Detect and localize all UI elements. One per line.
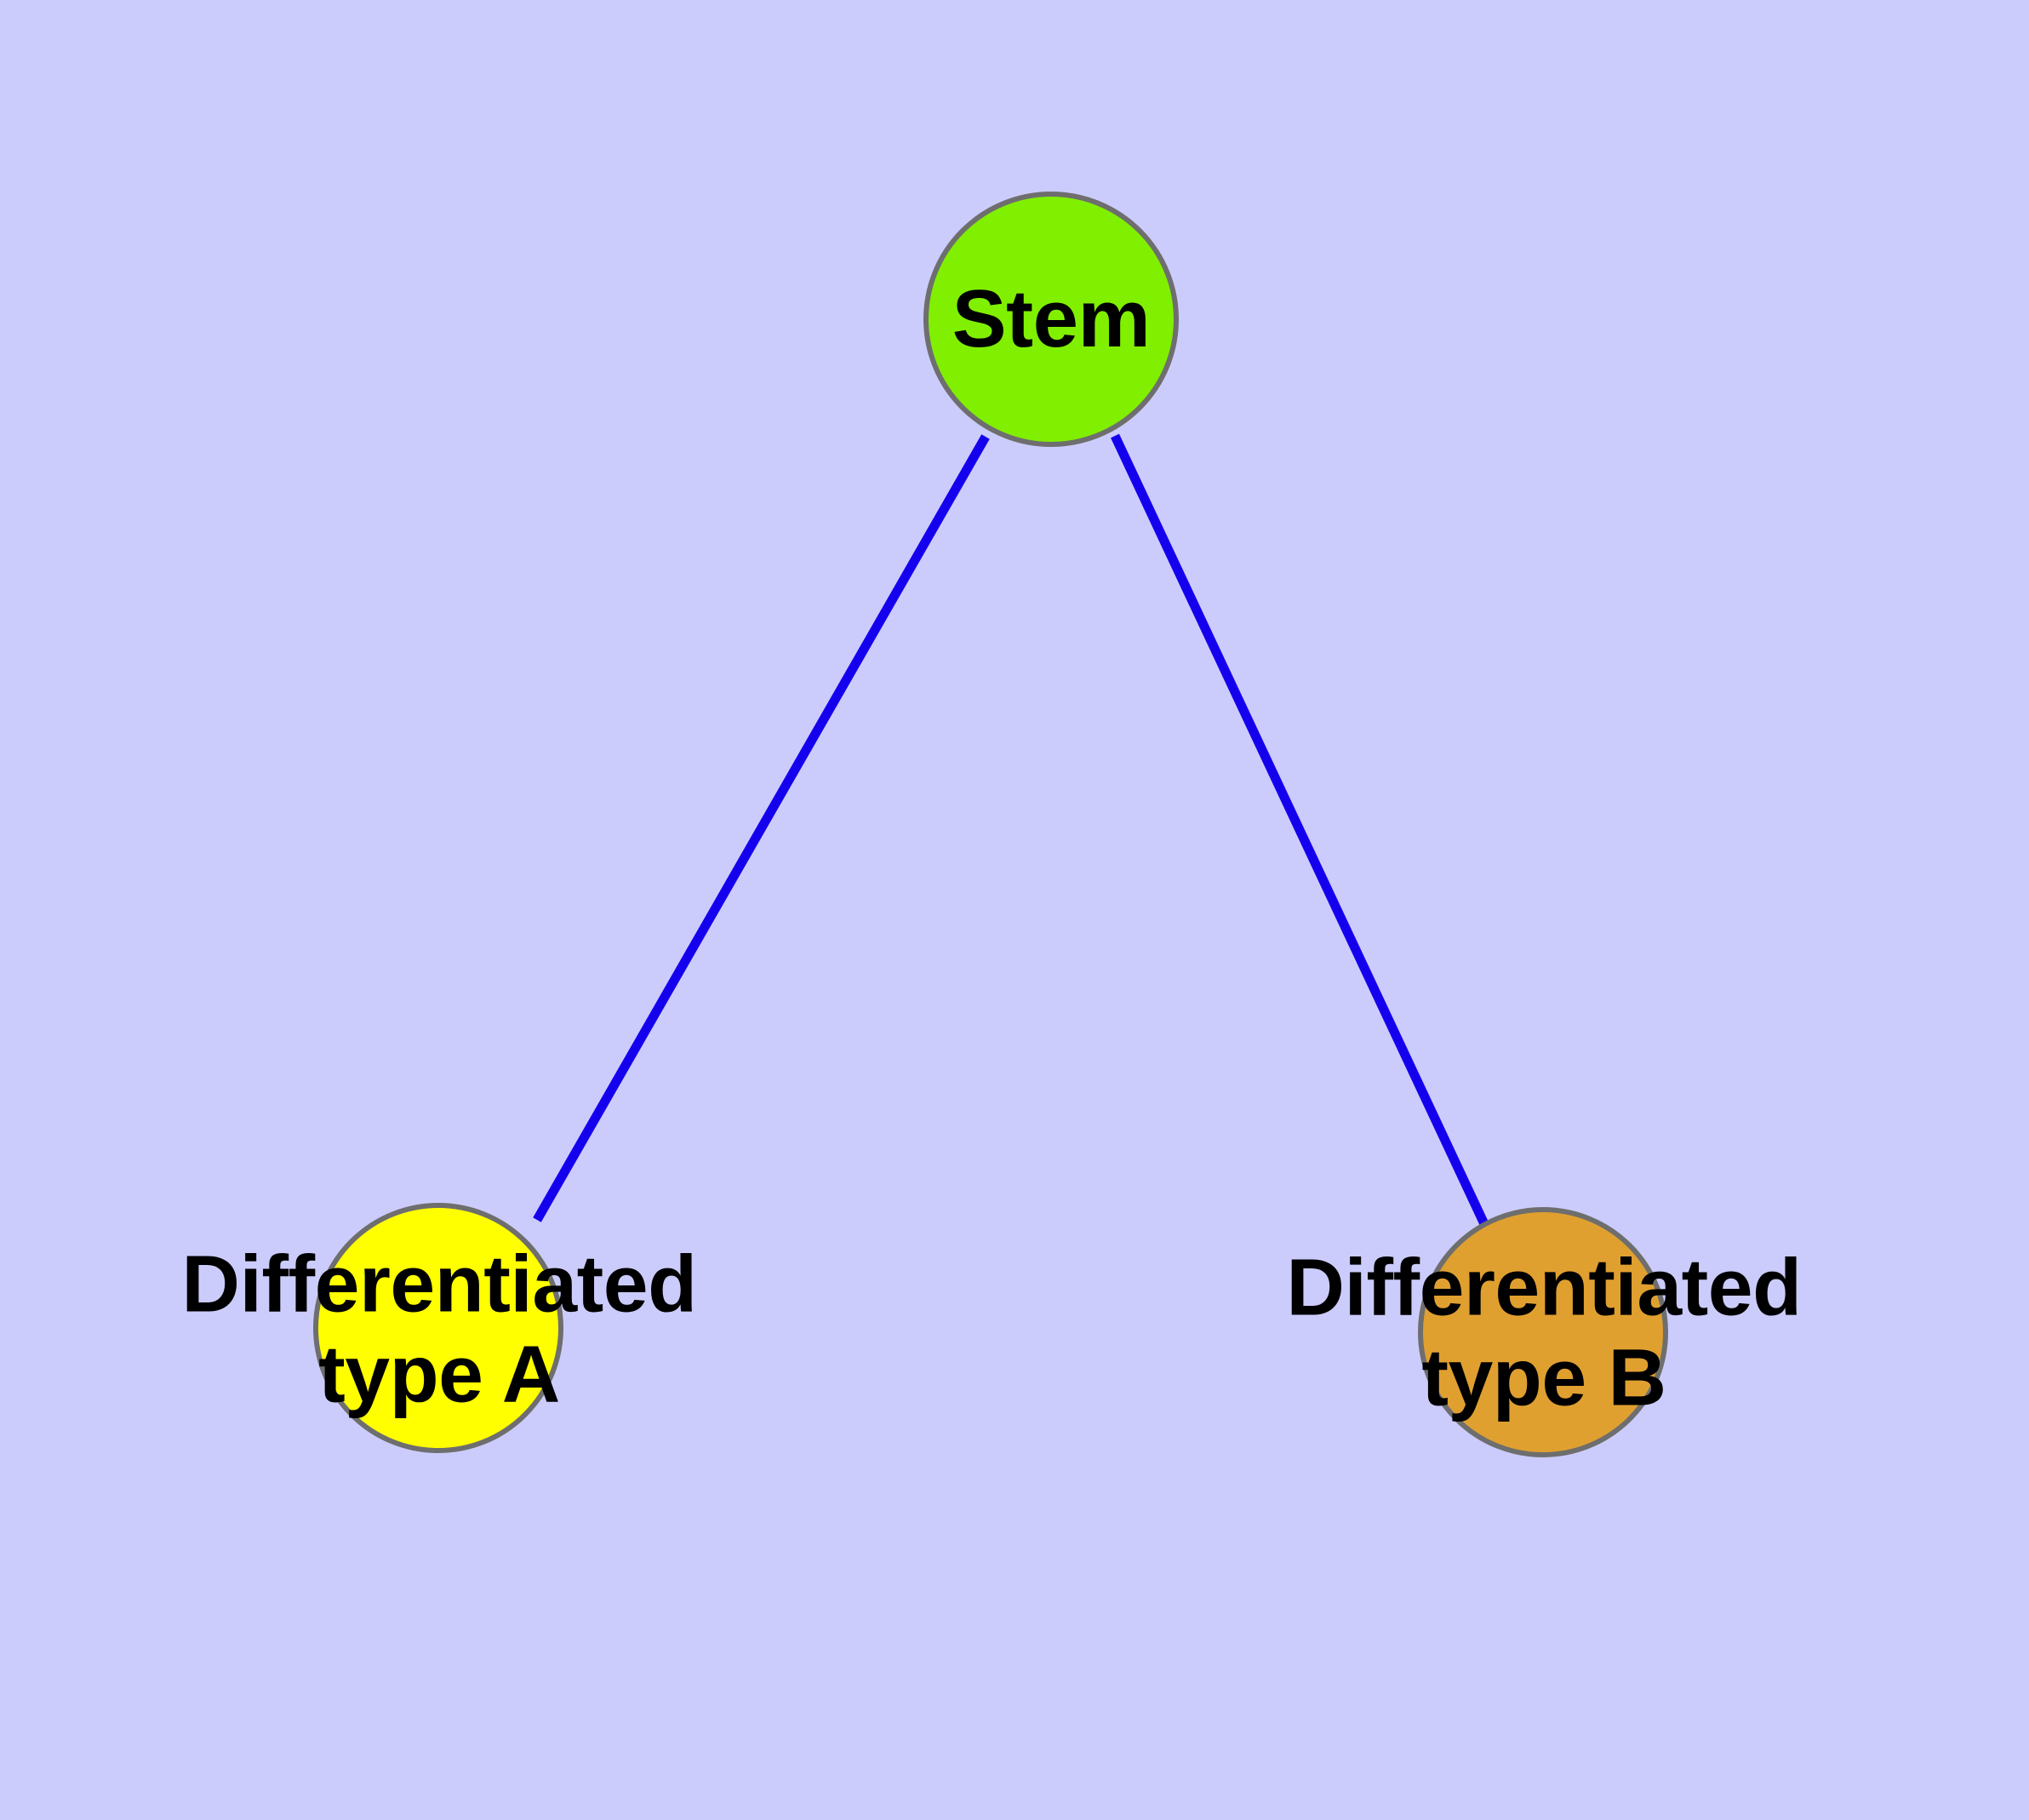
edge-stem-to-differentiated-a xyxy=(533,434,990,1222)
node-differentiated-type-a[interactable] xyxy=(313,1203,563,1453)
node-stem[interactable] xyxy=(923,192,1179,447)
node-differentiated-type-b[interactable] xyxy=(1418,1207,1668,1457)
edge-stem-to-differentiated-b xyxy=(1111,433,1489,1228)
